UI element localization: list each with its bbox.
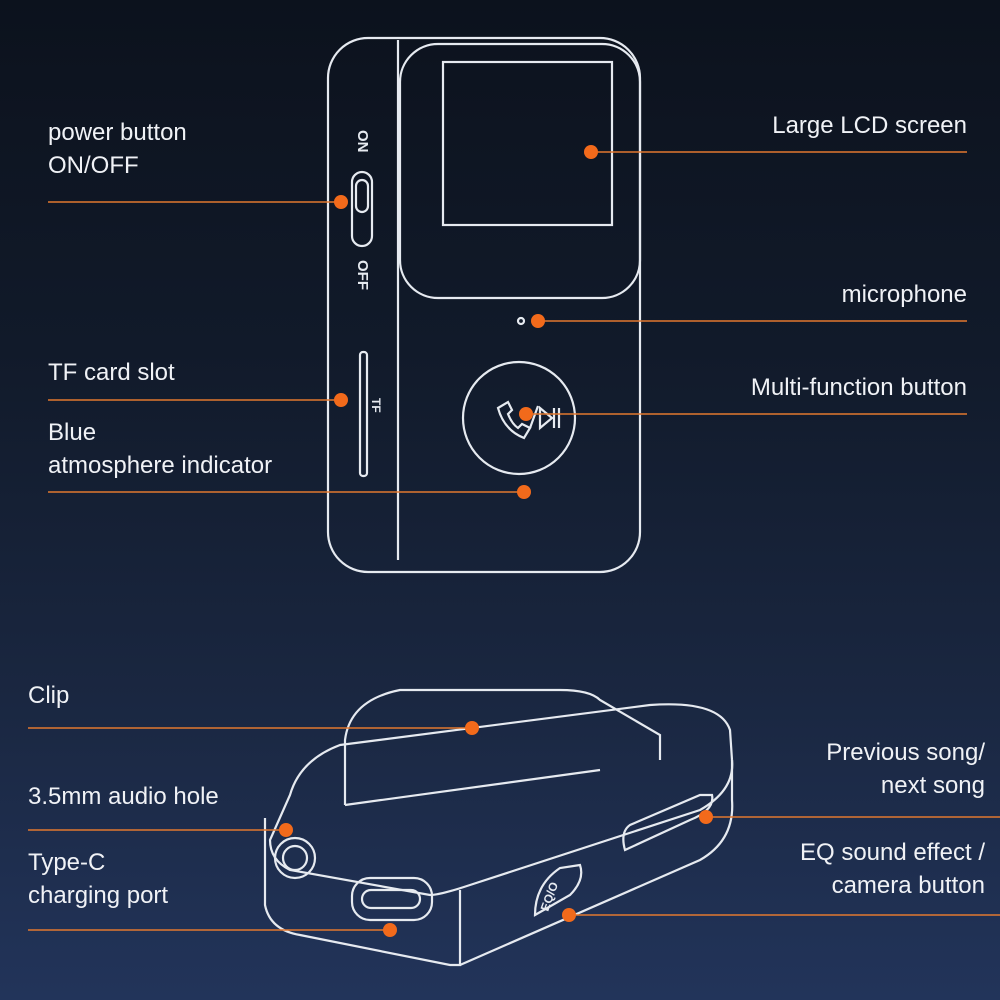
type-c-port bbox=[350, 876, 434, 922]
label-line: camera button bbox=[831, 872, 985, 899]
dot-power bbox=[334, 195, 348, 209]
dot-tf bbox=[334, 393, 348, 407]
label-line: Previous song/ bbox=[826, 739, 985, 766]
dot-indicator bbox=[517, 485, 531, 499]
label-line: charging port bbox=[28, 882, 169, 909]
label-line: next song bbox=[880, 772, 985, 799]
label-multi-function: Multi-function button bbox=[750, 374, 967, 401]
label-line: atmosphere indicator bbox=[48, 452, 273, 479]
label-lcd-screen: Large LCD screen bbox=[772, 112, 967, 139]
multi-function-button bbox=[461, 360, 577, 476]
dot-multi-function bbox=[519, 407, 533, 421]
prev-next-buttons bbox=[622, 793, 714, 852]
lcd-frame bbox=[398, 42, 642, 300]
label-line: EQ sound effect / bbox=[799, 839, 985, 866]
tf-marking: TF bbox=[369, 398, 383, 413]
dot-type-c bbox=[383, 923, 397, 937]
callout-dots bbox=[279, 145, 713, 937]
label-prev-next: Previous song/ next song bbox=[826, 736, 985, 802]
dot-microphone bbox=[531, 314, 545, 328]
eq-button bbox=[533, 863, 583, 917]
dot-prev-next bbox=[699, 810, 713, 824]
power-switch bbox=[350, 170, 374, 248]
lcd-screen bbox=[441, 60, 614, 227]
label-indicator: Blue atmosphere indicator bbox=[48, 416, 272, 482]
device-markings: ON OFF TF bbox=[354, 130, 383, 413]
device-front-outline bbox=[326, 36, 642, 574]
dot-lcd bbox=[584, 145, 598, 159]
on-marking: ON bbox=[354, 130, 371, 153]
audio-jack bbox=[273, 836, 317, 880]
dot-clip bbox=[465, 721, 479, 735]
label-type-c: Type-C charging port bbox=[28, 846, 168, 912]
label-audio-hole: 3.5mm audio hole bbox=[28, 783, 219, 810]
label-eq-button: EQ sound effect / camera button bbox=[800, 836, 985, 902]
device-side-outline bbox=[263, 688, 734, 967]
tf-card-slot bbox=[358, 350, 369, 478]
dot-eq bbox=[562, 908, 576, 922]
callout-lines bbox=[28, 151, 1000, 931]
label-line: ON/OFF bbox=[48, 152, 139, 179]
label-clip: Clip bbox=[28, 682, 70, 709]
label-tf-slot: TF card slot bbox=[48, 359, 175, 386]
off-marking: OFF bbox=[354, 260, 371, 290]
label-power-button: power button ON/OFF bbox=[48, 116, 187, 182]
eq-marking: EQ/O bbox=[538, 880, 561, 913]
label-line: power button bbox=[48, 119, 187, 146]
label-line: Blue bbox=[48, 419, 97, 446]
dot-audio bbox=[279, 823, 293, 837]
label-microphone: microphone bbox=[841, 281, 967, 308]
label-line: Type-C bbox=[28, 849, 106, 876]
